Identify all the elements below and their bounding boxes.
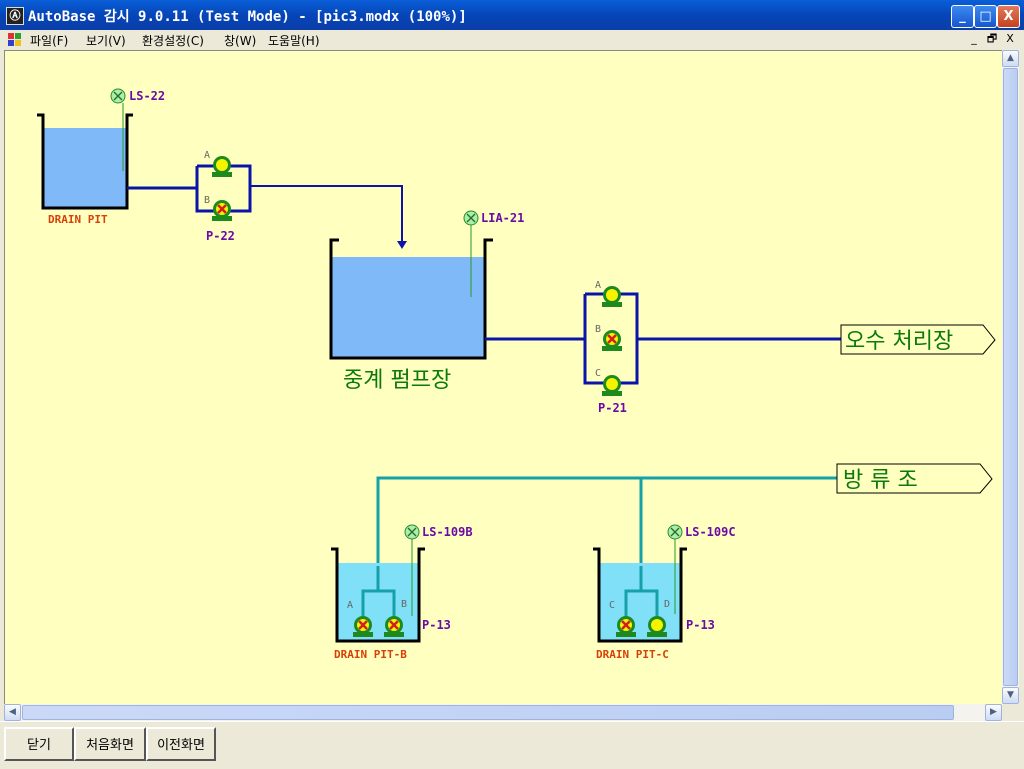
autobase-app-icon[interactable]: Ⓐ	[6, 7, 24, 25]
bottom-toolbar: 닫기 처음화면 이전화면	[0, 721, 1024, 769]
title-bar: Ⓐ AutoBase 감시 9.0.11 (Test Mode) - [pic3…	[0, 0, 1024, 30]
ls109c-label: LS-109C	[685, 525, 736, 539]
p22-a-label: A	[204, 150, 210, 161]
pump-p22-b-icon[interactable]	[210, 198, 234, 223]
p22-label: P-22	[206, 229, 235, 243]
drain-pit-c-label: DRAIN PIT-C	[596, 648, 669, 661]
scroll-up-icon[interactable]: ▲	[1002, 50, 1019, 67]
home-screen-button[interactable]: 처음화면	[74, 727, 146, 761]
horizontal-scrollbar[interactable]: ◀ ▶	[4, 704, 1002, 721]
p13b-a-label: A	[347, 600, 353, 611]
process-canvas: LS-22 DRAIN PIT A B P-22 LIA-21 중계 펌프장 A…	[4, 50, 1003, 705]
dest-sewage-arrow[interactable]: 오수 처리장	[840, 324, 996, 355]
dest-overflow-arrow[interactable]: 방 류 조	[836, 463, 993, 494]
pit-c-pump-label: P-13	[686, 618, 715, 632]
menu-file[interactable]: 파일(F)	[30, 34, 69, 48]
pump-p22-a-icon[interactable]	[212, 156, 232, 177]
menu-window[interactable]: 창(W)	[224, 34, 257, 48]
scroll-right-icon[interactable]: ▶	[985, 704, 1002, 721]
process-diagram: LS-22 DRAIN PIT A B P-22 LIA-21 중계 펌프장 A…	[37, 88, 996, 661]
level-sensor-ls109c-icon[interactable]	[667, 524, 683, 540]
level-sensor-lia21-icon[interactable]	[463, 210, 479, 226]
mdi-document-icon[interactable]	[8, 33, 22, 47]
drain-pit-b-label: DRAIN PIT-B	[334, 648, 407, 661]
dest-sewage-label: 오수 처리장	[845, 329, 953, 354]
mdi-minimize-button[interactable]: _	[971, 32, 977, 45]
relay-tank[interactable]	[329, 238, 493, 360]
drain-pit-label: DRAIN PIT	[48, 213, 108, 226]
dest-overflow-label: 방 류 조	[843, 468, 918, 493]
close-window-button[interactable]: X	[997, 5, 1020, 28]
p21-b-label: B	[595, 324, 601, 335]
horizontal-scroll-thumb[interactable]	[22, 705, 954, 720]
p21-label: P-21	[598, 401, 627, 415]
scroll-down-icon[interactable]: ▼	[1002, 687, 1019, 704]
pump-p21-a-icon[interactable]	[602, 286, 622, 307]
level-sensor-ls109b-icon[interactable]	[404, 524, 420, 540]
menu-help[interactable]: 도움말(H)	[268, 34, 320, 48]
level-sensor-ls22-icon[interactable]	[110, 88, 126, 104]
menu-settings[interactable]: 환경설정(C)	[142, 34, 204, 48]
menu-view[interactable]: 보기(V)	[86, 34, 126, 48]
ls109b-label: LS-109B	[422, 525, 473, 539]
menu-bar: 파일(F) 보기(V) 환경설정(C) 창(W) 도움말(H) _ 🗗 X	[0, 30, 1024, 50]
pit-b-pump-label: P-13	[422, 618, 451, 632]
p13c-d-label: D	[664, 599, 670, 610]
pump-p21-c-icon[interactable]	[602, 375, 622, 396]
p22-b-label: B	[204, 195, 210, 206]
p13b-b-label: B	[401, 599, 407, 610]
mdi-restore-button[interactable]: 🗗	[986, 32, 998, 45]
scroll-left-icon[interactable]: ◀	[4, 704, 21, 721]
vertical-scroll-thumb[interactable]	[1003, 68, 1018, 686]
drain-pit-tank[interactable]	[37, 113, 133, 210]
maximize-button[interactable]: □	[974, 5, 997, 28]
relay-tank-label: 중계 펌프장	[343, 368, 451, 393]
mdi-close-button[interactable]: X	[1006, 32, 1014, 45]
window-title: AutoBase 감시 9.0.11 (Test Mode) - [pic3.m…	[28, 9, 467, 25]
vertical-scrollbar[interactable]: ▲ ▼	[1002, 50, 1019, 704]
minimize-button[interactable]: _	[951, 5, 974, 28]
p21-a-label: A	[595, 280, 601, 291]
p21-c-label: C	[595, 368, 601, 379]
close-button[interactable]: 닫기	[4, 727, 74, 761]
previous-screen-button[interactable]: 이전화면	[146, 727, 216, 761]
ls22-label: LS-22	[129, 89, 165, 103]
p13c-c-label: C	[609, 600, 615, 611]
pump-p21-b-icon[interactable]	[600, 328, 624, 353]
lia21-label: LIA-21	[481, 211, 524, 225]
